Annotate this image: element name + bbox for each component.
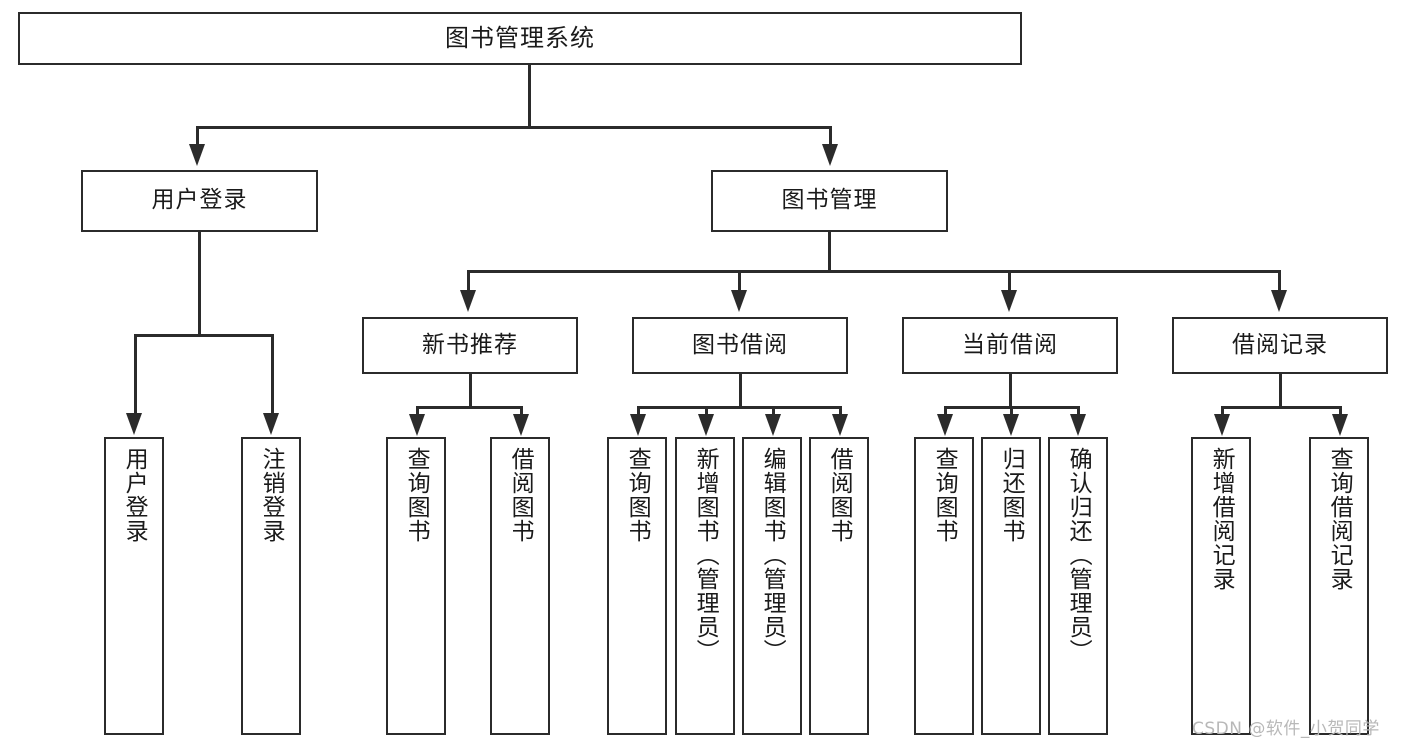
connector-record-stem [1279, 374, 1282, 408]
arrowhead-leaf-query-book-2 [630, 414, 646, 436]
connector-root-to-bookmgmt [829, 126, 832, 146]
connector-current-drop-1 [944, 406, 947, 416]
node-label: 图书管理系统 [445, 24, 595, 53]
node-root-system[interactable]: 图书管理系统 [18, 12, 1022, 65]
arrowhead-to-bookmgmt [822, 144, 838, 166]
csdn-watermark: CSDN @软件_小贺同学 [1192, 719, 1380, 739]
arrowhead-leaf-query-record [1332, 414, 1348, 436]
node-user-login[interactable]: 用户登录 [81, 170, 318, 232]
connector-bookmgmt-drop-1 [467, 270, 470, 292]
arrowhead-leaf-user-logout [263, 413, 279, 435]
connector-bookmgmt-bus [467, 270, 1279, 273]
arrowhead-leaf-user-login [126, 413, 142, 435]
leaf-query-book-current[interactable]: 查询图书 [914, 437, 974, 735]
arrowhead-leaf-query-book-1 [409, 414, 425, 436]
leaf-label: 借阅图书 [826, 447, 853, 543]
node-current-borrow[interactable]: 当前借阅 [902, 317, 1118, 374]
connector-record-drop-2 [1339, 406, 1342, 416]
leaf-borrow-book-newbook[interactable]: 借阅图书 [490, 437, 550, 735]
connector-record-drop-1 [1221, 406, 1224, 416]
arrowhead-leaf-edit-book [765, 414, 781, 436]
connector-current-stem [1009, 374, 1012, 408]
connector-root-to-login [196, 126, 199, 146]
leaf-label: 确认归还（管理员） [1065, 447, 1092, 663]
connector-newbook-bus [416, 406, 523, 409]
connector-borrow-bus [637, 406, 841, 409]
node-label: 图书管理 [781, 187, 878, 214]
arrowhead-to-borrow [731, 290, 747, 312]
connector-bookmgmt-stem [828, 232, 831, 272]
arrowhead-leaf-confirm-return [1070, 414, 1086, 436]
node-label: 图书借阅 [692, 331, 788, 358]
arrowhead-leaf-borrow-book-2 [832, 414, 848, 436]
node-borrow-record[interactable]: 借阅记录 [1172, 317, 1388, 374]
arrowhead-to-current [1001, 290, 1017, 312]
node-label: 当前借阅 [962, 331, 1058, 358]
connector-borrow-stem [739, 374, 742, 408]
connector-borrow-drop-1 [637, 406, 640, 416]
arrowhead-leaf-return-book [1003, 414, 1019, 436]
arrowhead-leaf-add-record [1214, 414, 1230, 436]
leaf-add-borrow-record[interactable]: 新增借阅记录 [1191, 437, 1251, 735]
leaf-confirm-return-admin[interactable]: 确认归还（管理员） [1048, 437, 1108, 735]
connector-borrow-drop-3 [772, 406, 775, 416]
leaf-query-book-newbook[interactable]: 查询图书 [386, 437, 446, 735]
connector-borrow-drop-2 [705, 406, 708, 416]
connector-newbook-drop-1 [416, 406, 419, 416]
connector-bookmgmt-drop-3 [1008, 270, 1011, 292]
leaf-label: 查询图书 [931, 447, 958, 543]
connector-record-bus [1221, 406, 1341, 409]
leaf-query-borrow-record[interactable]: 查询借阅记录 [1309, 437, 1369, 735]
leaf-label: 编辑图书（管理员） [759, 447, 786, 663]
connector-login-drop-2 [271, 334, 274, 415]
connector-current-drop-3 [1077, 406, 1080, 416]
leaf-label: 新增借阅记录 [1208, 447, 1235, 591]
connector-bookmgmt-drop-4 [1278, 270, 1281, 292]
node-book-management[interactable]: 图书管理 [711, 170, 948, 232]
node-label: 借阅记录 [1232, 331, 1328, 358]
leaf-user-login[interactable]: 用户登录 [104, 437, 164, 735]
node-label: 用户登录 [151, 187, 248, 214]
leaf-return-book[interactable]: 归还图书 [981, 437, 1041, 735]
leaf-add-book-admin[interactable]: 新增图书（管理员） [675, 437, 735, 735]
connector-login-stem [198, 232, 201, 336]
leaf-borrow-book-borrow[interactable]: 借阅图书 [809, 437, 869, 735]
leaf-edit-book-admin[interactable]: 编辑图书（管理员） [742, 437, 802, 735]
leaf-query-book-borrow[interactable]: 查询图书 [607, 437, 667, 735]
leaf-label: 查询图书 [624, 447, 651, 543]
arrowhead-leaf-borrow-book-1 [513, 414, 529, 436]
connector-root-stem [528, 65, 531, 128]
connector-root-bus [196, 126, 832, 129]
arrowhead-leaf-add-book [698, 414, 714, 436]
leaf-label: 归还图书 [998, 447, 1025, 543]
leaf-label: 注销登录 [258, 447, 285, 543]
node-book-borrow[interactable]: 图书借阅 [632, 317, 848, 374]
node-new-book-recommend[interactable]: 新书推荐 [362, 317, 578, 374]
leaf-label: 用户登录 [121, 447, 148, 543]
leaf-label: 借阅图书 [507, 447, 534, 543]
leaf-user-logout[interactable]: 注销登录 [241, 437, 301, 735]
connector-newbook-drop-2 [520, 406, 523, 416]
arrowhead-to-record [1271, 290, 1287, 312]
connector-login-bus [134, 334, 274, 337]
arrowhead-leaf-query-book-3 [937, 414, 953, 436]
connector-bookmgmt-drop-2 [738, 270, 741, 292]
arrowhead-to-login [189, 144, 205, 166]
leaf-label: 查询借阅记录 [1326, 447, 1353, 591]
connector-current-drop-2 [1010, 406, 1013, 416]
arrowhead-to-newbook [460, 290, 476, 312]
node-label: 新书推荐 [422, 331, 518, 358]
connector-newbook-stem [469, 374, 472, 408]
connector-login-drop-1 [134, 334, 137, 415]
leaf-label: 查询图书 [403, 447, 430, 543]
leaf-label: 新增图书（管理员） [692, 447, 719, 663]
connector-borrow-drop-4 [839, 406, 842, 416]
